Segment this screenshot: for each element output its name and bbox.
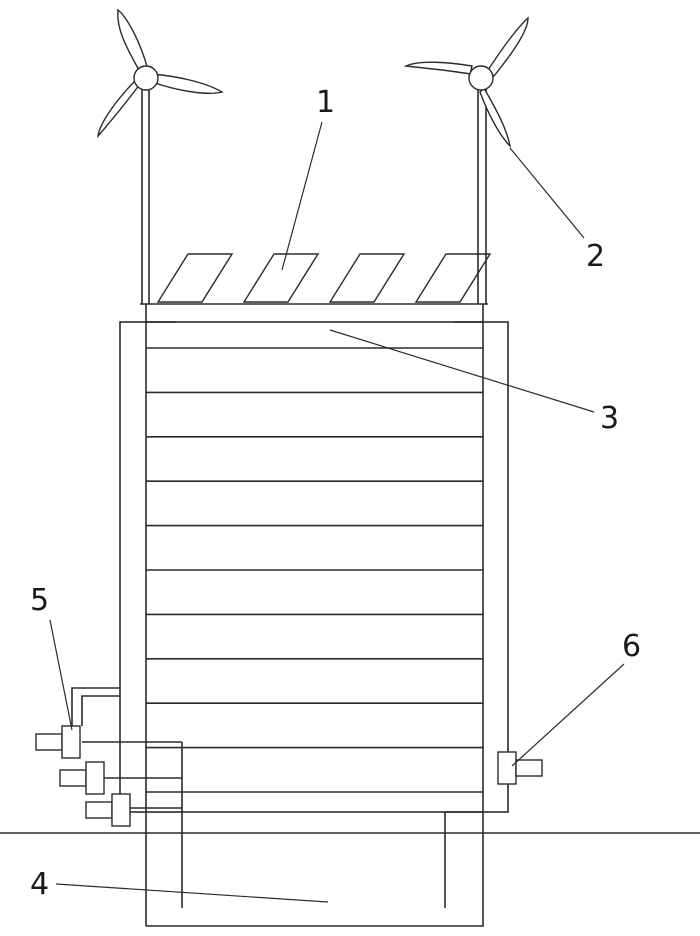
label-5: 5 — [30, 583, 49, 618]
label-3: 3 — [600, 401, 619, 436]
right-valve — [497, 751, 543, 785]
leader-lines — [49, 121, 625, 903]
label-4: 4 — [30, 867, 49, 902]
left-wind-turbine — [96, 8, 224, 304]
label-6: 6 — [622, 629, 641, 664]
housing — [119, 303, 509, 927]
solar-panel — [156, 253, 234, 303]
left-valve-assembly — [35, 687, 183, 908]
label-1: 1 — [316, 85, 335, 120]
solar-panel — [414, 253, 492, 303]
right-wind-turbine — [403, 16, 529, 304]
solar-panels — [156, 253, 492, 303]
label-2: 2 — [586, 239, 605, 274]
solar-panel — [328, 253, 406, 303]
tank-layers — [146, 347, 483, 793]
solar-panel — [242, 253, 320, 303]
